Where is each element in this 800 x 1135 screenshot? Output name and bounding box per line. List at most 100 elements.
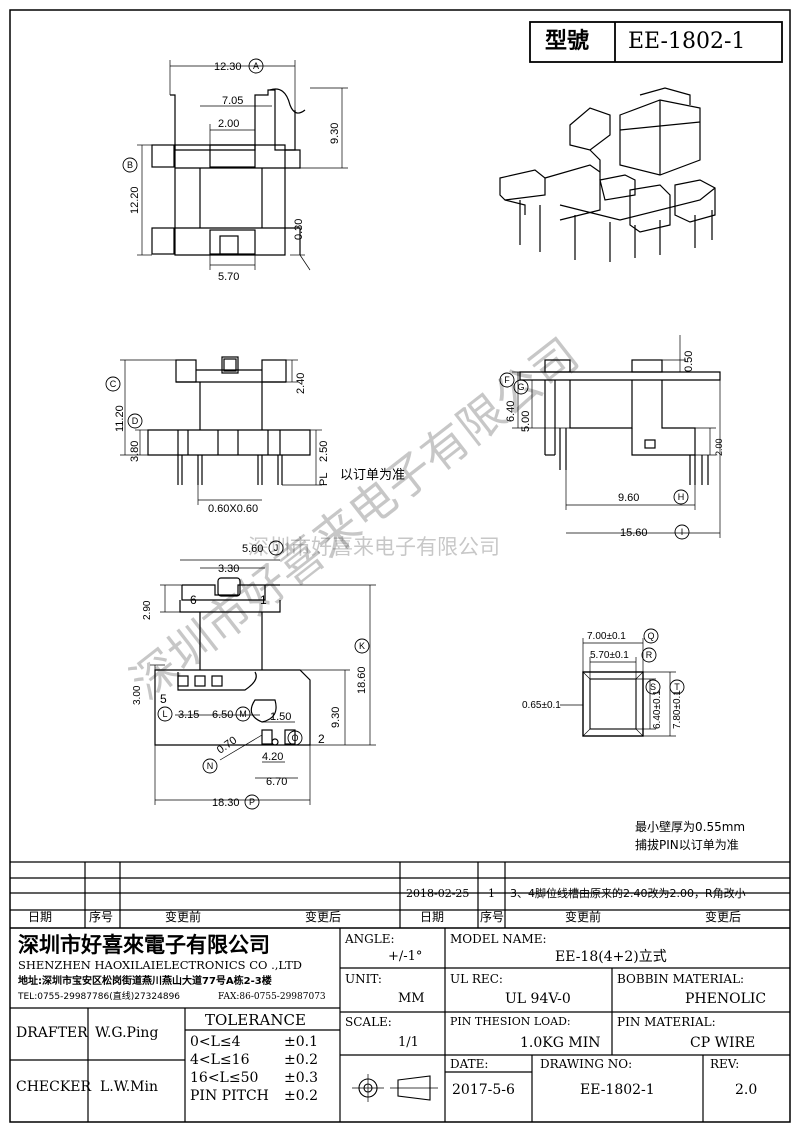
dim-side-6-40: 6.40 — [505, 401, 517, 422]
checker-label: CHECKER — [16, 1079, 92, 1095]
tolerance-range-3: 16<L≤50 — [190, 1070, 259, 1086]
marker-i: I — [681, 527, 684, 537]
rev-header-date-2: 日期 — [420, 910, 445, 924]
marker-d: D — [132, 416, 139, 426]
pin-material-value: CP WIRE — [690, 1035, 756, 1051]
dim-bottom-3-15: 3.15 — [178, 709, 199, 721]
rev-header-after-2: 变更后 — [705, 910, 742, 924]
dim-side-15-60: 15.60 — [620, 527, 648, 539]
tolerance-range-2: 4<L≤16 — [190, 1052, 250, 1068]
rev-header-after: 变更后 — [305, 910, 342, 924]
marker-h: H — [678, 492, 685, 502]
watermark-horizontal: 深圳市好喜来电子有限公司 — [248, 535, 500, 559]
model-name-label: MODEL NAME: — [450, 932, 547, 946]
tolerance-value-4: ±0.2 — [284, 1088, 318, 1104]
pin-label-6: 6 — [190, 593, 197, 607]
dim-bottom-3-00: 3.00 — [132, 685, 143, 705]
marker-k: K — [359, 641, 365, 651]
company-name-cn: 深圳市好喜來電子有限公司 — [18, 932, 270, 957]
dim-top-12-20: 12.20 — [129, 186, 141, 214]
pin-load-label: PIN THESION LOAD: — [450, 1015, 571, 1028]
dim-core-6-40: 6.40±0.1 — [652, 690, 663, 729]
tolerance-value-3: ±0.3 — [284, 1070, 318, 1086]
dim-front-2-40: 2.40 — [295, 373, 307, 394]
pin-label-2: 2 — [318, 732, 325, 746]
dim-bottom-2-90: 2.90 — [142, 600, 153, 620]
dim-top-5-70: 5.70 — [218, 271, 239, 283]
model-name-value: EE-18(4+2)立式 — [555, 949, 667, 965]
pin-label-5: 5 — [160, 692, 167, 706]
top-view — [151, 88, 306, 256]
pin-label-1: 1 — [260, 593, 267, 607]
dim-front-0-60: 0.60X0.60 — [208, 503, 258, 515]
dim-top-9-30: 9.30 — [329, 123, 341, 144]
dim-bottom-5-60: 5.60 — [242, 543, 263, 555]
tolerance-range-4: PIN PITCH — [190, 1088, 269, 1104]
front-view — [147, 356, 311, 485]
dim-top-7-05: 7.05 — [222, 95, 243, 107]
dim-core-5-70: 5.70±0.1 — [590, 650, 629, 661]
tolerance-range-1: 0<L≤4 — [190, 1034, 241, 1050]
marker-j: J — [274, 543, 279, 553]
dim-top-0-30: 0.30 — [293, 219, 305, 240]
dim-front-3-80: 3.80 — [129, 441, 141, 462]
note-wall-thickness: 最小壁厚为0.55mm — [635, 820, 746, 834]
rev-header-no: 序号 — [89, 910, 114, 924]
pin-load-value: 1.0KG MIN — [520, 1035, 601, 1051]
marker-m: M — [239, 709, 247, 719]
dim-side-0-50: 0.50 — [683, 351, 695, 372]
dim-front-pl: PL — [318, 473, 330, 486]
rev-label: REV: — [710, 1057, 740, 1071]
drafter-label: DRAFTER — [16, 1025, 88, 1041]
dim-core-0-65: 0.65±0.1 — [522, 700, 561, 711]
revision-desc: 3、4脚位线槽由原来的2.40改为2.00，R角改小 — [510, 887, 746, 900]
dim-side-2-00: 2.00 — [714, 438, 724, 456]
revision-date: 2018-02-25 — [406, 887, 470, 900]
dim-front-11-20: 11.20 — [114, 405, 126, 432]
company-address: 地址:深圳市宝安区松岗街道燕川燕山大道77号A栋2-3楼 — [18, 976, 272, 987]
ul-label: UL REC: — [450, 972, 503, 986]
model-label: 型號 — [545, 29, 590, 54]
dim-core-7-80: 7.80±0.1 — [672, 690, 683, 729]
rev-header-before: 变更前 — [165, 910, 202, 924]
dim-side-9-60: 9.60 — [618, 492, 639, 504]
marker-q: Q — [647, 631, 654, 641]
side-view — [519, 359, 721, 485]
dim-bottom-6-50: 6.50 — [212, 709, 233, 721]
ul-value: UL 94V-0 — [505, 991, 571, 1007]
scale-label: SCALE: — [345, 1015, 392, 1029]
note-pin: 捕拔PIN以订单为准 — [635, 838, 739, 852]
dim-bottom-1-50: 1.50 — [270, 711, 291, 723]
dim-bottom-9-30: 9.30 — [330, 707, 342, 728]
marker-f: F — [504, 375, 510, 385]
angle-label: ANGLE: — [345, 932, 395, 946]
tolerance-value-1: ±0.1 — [284, 1034, 318, 1050]
marker-g: G — [517, 382, 524, 392]
marker-s: S — [650, 682, 656, 692]
rev-value: 2.0 — [735, 1082, 758, 1098]
marker-o: O — [291, 733, 298, 743]
company-tel: TEL:0755-29987786(直线)27324896 — [18, 992, 181, 1002]
dim-bottom-18-30: 18.30 — [212, 797, 240, 809]
bottom-view — [154, 577, 311, 746]
dim-bottom-4-20: 4.20 — [262, 751, 283, 763]
tolerance-title: TOLERANCE — [205, 1011, 306, 1029]
dim-top-2-00: 2.00 — [218, 118, 239, 130]
scale-value: 1/1 — [398, 1035, 419, 1050]
company-fax: FAX:86-0755-29987073 — [218, 992, 326, 1002]
model-number: EE-1802-1 — [628, 29, 746, 54]
dim-bottom-3-30: 3.30 — [218, 563, 239, 575]
revision-no: 1 — [488, 887, 495, 900]
bobbin-material-value: PHENOLIC — [685, 991, 767, 1007]
date-label: DATE: — [450, 1057, 489, 1071]
marker-c: C — [110, 379, 117, 389]
rev-header-before-2: 变更前 — [565, 910, 602, 924]
dim-top-12-30: 12.30 — [214, 61, 242, 73]
drawing-no-value: EE-1802-1 — [580, 1082, 655, 1098]
marker-n: N — [207, 761, 214, 771]
drawing-no-label: DRAWING NO: — [540, 1057, 633, 1071]
marker-b: B — [127, 160, 133, 170]
dim-bottom-6-70: 6.70 — [266, 776, 287, 788]
